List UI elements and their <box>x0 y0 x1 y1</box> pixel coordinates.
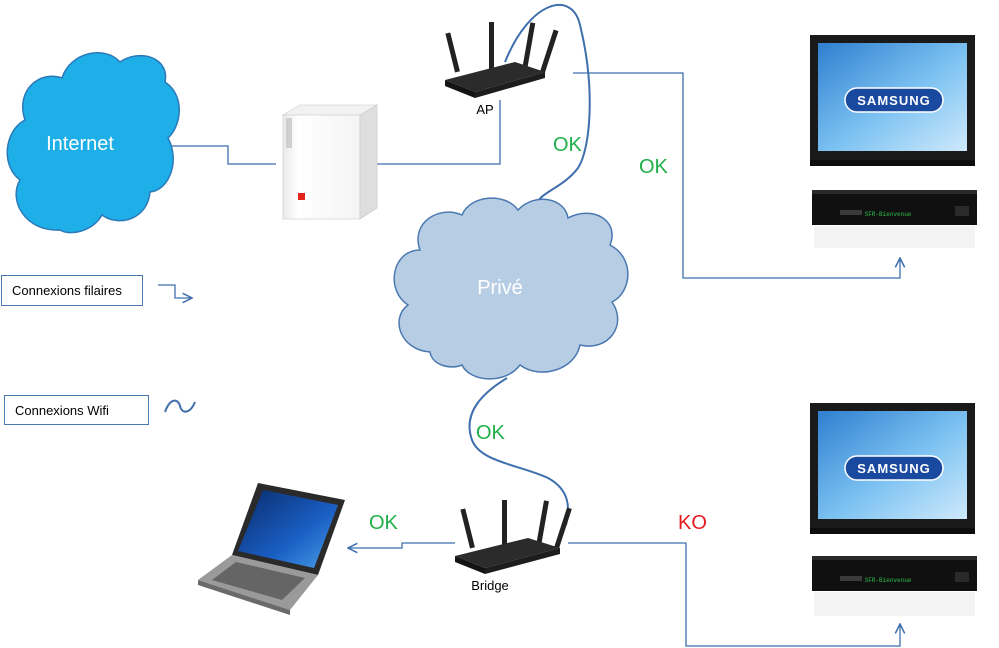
legend-wifi-label: Connexions Wifi <box>4 395 149 425</box>
decoder-top-text: SFR-Bienvenue <box>865 211 912 218</box>
internet-cloud: Internet <box>6 52 180 234</box>
internet-box-modem <box>281 104 379 220</box>
status-ap-wifi: OK <box>553 134 583 156</box>
status-bridge-tv: KO <box>678 512 707 534</box>
link-internet-to-box <box>172 145 276 165</box>
laptop <box>198 483 345 615</box>
legend-wired-symbol <box>158 284 192 298</box>
bridge-label: Bridge <box>471 578 509 593</box>
wifi-link-ap-cloud <box>504 3 591 206</box>
link-box-to-ap <box>376 100 501 165</box>
legend-wired-label: Connexions filaires <box>1 275 143 306</box>
wifi-link-cloud-bridge <box>468 377 569 526</box>
tv-top: SAMSUNG <box>810 35 975 166</box>
box-logo-icon <box>298 193 305 200</box>
link-bridge-to-tv-bottom <box>568 542 900 647</box>
status-ap-tv: OK <box>639 156 669 178</box>
decoder-bottom: SFR-Bienvenue <box>812 556 977 616</box>
decoder-top: SFR-Bienvenue <box>812 190 977 248</box>
tv-bottom-brand: SAMSUNG <box>857 461 930 476</box>
bridge-router: Bridge <box>455 500 572 593</box>
decoder-bottom-text: SFR-Bienvenue <box>865 577 912 584</box>
link-ap-to-tv-top <box>573 72 900 279</box>
private-cloud: Privé <box>393 197 629 380</box>
status-bridge-laptop: OK <box>369 512 399 534</box>
link-bridge-to-laptop <box>348 542 455 548</box>
status-bridge-wifi: OK <box>476 422 506 444</box>
legend-wifi-symbol <box>164 399 196 413</box>
tv-bottom: SAMSUNG <box>810 403 975 534</box>
wired-links <box>172 72 900 647</box>
tv-top-brand: SAMSUNG <box>857 93 930 108</box>
legend-symbols <box>158 284 196 413</box>
ap-router: AP <box>445 22 559 117</box>
wifi-links <box>468 3 591 526</box>
internet-cloud-label: Internet <box>46 133 114 155</box>
link-status-labels: OK OK OK OK KO <box>369 134 707 534</box>
ap-label: AP <box>476 102 493 117</box>
private-cloud-label: Privé <box>477 277 523 299</box>
